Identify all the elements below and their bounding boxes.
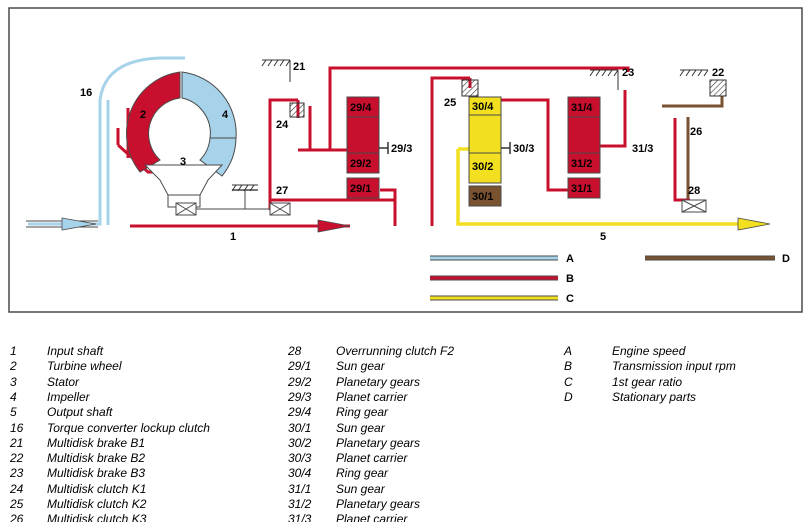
label-4: 4 (222, 109, 229, 121)
label-30-3: 30/3 (513, 143, 534, 155)
label-29-3: 29/3 (391, 143, 412, 155)
input-rpm-paths (116, 66, 690, 228)
input-shaft-arrow (317, 219, 351, 233)
output-shaft-arrow (737, 217, 771, 231)
sun-gear-29-1 (346, 177, 380, 199)
diagram-frame (8, 7, 803, 313)
label-25: 25 (444, 97, 456, 109)
label-2: 2 (140, 109, 146, 121)
label-28: 28 (688, 185, 700, 197)
planetary-gears-29-2 (346, 152, 380, 174)
label-31-1: 31/1 (571, 183, 592, 195)
label-1: 1 (230, 231, 236, 243)
label-26: 26 (690, 126, 702, 138)
engine-input-arrow (61, 217, 97, 231)
key-d: D (782, 253, 790, 265)
planetary-set-31 (567, 96, 601, 199)
torque-converter (126, 71, 237, 208)
label-30-2: 30/2 (472, 161, 493, 173)
engine-speed-path (28, 56, 185, 226)
color-key (430, 255, 775, 301)
label-23: 23 (622, 67, 634, 79)
planetary-set-30 (468, 96, 511, 207)
label-22: 22 (712, 67, 724, 79)
label-27: 27 (276, 185, 288, 197)
label-29-4: 29/4 (350, 102, 372, 114)
stationary-parts (662, 96, 724, 200)
turbine-shape (126, 71, 181, 173)
label-31-3: 31/3 (632, 143, 653, 155)
freewheel-boxes (175, 189, 707, 216)
label-31-4: 31/4 (571, 102, 593, 114)
label-31-2: 31/2 (571, 158, 592, 170)
ground-symbols (231, 59, 709, 192)
label-16: 16 (80, 87, 92, 99)
planetary-gears-31-2 (567, 152, 601, 174)
planetary-set-29 (346, 96, 389, 199)
key-b: B (566, 273, 574, 285)
label-21: 21 (293, 61, 305, 73)
label-5: 5 (600, 231, 606, 243)
sun-gear-30-1 (468, 185, 502, 207)
label-24: 24 (276, 119, 289, 131)
sun-gear-31-1 (567, 177, 601, 199)
label-3: 3 (180, 156, 186, 168)
planetary-gears-30-2 (468, 152, 502, 184)
label-30-4: 30/4 (472, 101, 494, 113)
key-c: C (566, 293, 574, 305)
key-a: A (566, 253, 574, 265)
label-29-2: 29/2 (350, 158, 371, 170)
label-30-1: 30/1 (472, 191, 493, 203)
clutch-pads (289, 79, 727, 118)
label-29-1: 29/1 (350, 183, 371, 195)
